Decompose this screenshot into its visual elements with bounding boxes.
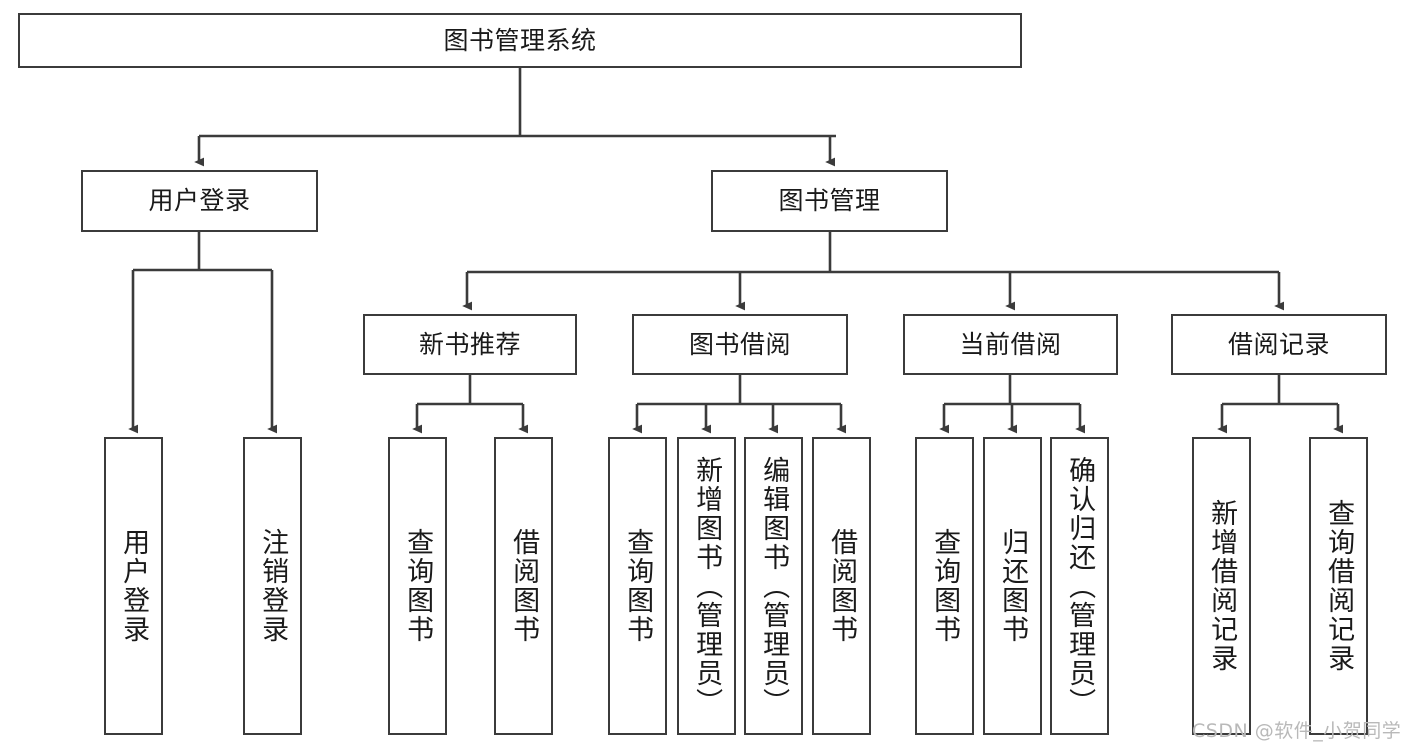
node-leaf-query-book-1-label: 查询图书: [402, 528, 434, 644]
node-leaf-query-book-2-label: 查询图书: [622, 528, 654, 644]
node-leaf-logout-login[interactable]: 注销登录: [243, 437, 302, 735]
node-leaf-borrow-book-1-label: 借阅图书: [508, 528, 540, 644]
node-new-book-rec-label: 新书推荐: [418, 329, 521, 359]
node-leaf-confirm-return[interactable]: 确认归还（管理员）: [1050, 437, 1109, 735]
node-leaf-query-book-3-label: 查询图书: [929, 528, 961, 644]
node-leaf-query-record[interactable]: 查询借阅记录: [1309, 437, 1368, 735]
node-root[interactable]: 图书管理系统: [18, 13, 1022, 68]
node-book-borrow[interactable]: 图书借阅: [632, 314, 848, 375]
node-leaf-add-record[interactable]: 新增借阅记录: [1192, 437, 1251, 735]
node-leaf-user-login[interactable]: 用户登录: [104, 437, 163, 735]
node-leaf-user-login-label: 用户登录: [118, 528, 150, 644]
csdn-watermark: CSDN @软件_小贺同学: [1192, 720, 1402, 742]
node-leaf-edit-book-label: 编辑图书（管理员）: [758, 455, 790, 717]
node-book-borrow-label: 图书借阅: [688, 329, 791, 359]
node-current-borrow[interactable]: 当前借阅: [903, 314, 1118, 375]
node-leaf-query-book-3[interactable]: 查询图书: [915, 437, 974, 735]
node-user-login[interactable]: 用户登录: [81, 170, 318, 232]
node-leaf-return-book-label: 归还图书: [997, 528, 1029, 644]
node-leaf-add-book-label: 新增图书（管理员）: [691, 455, 723, 717]
node-current-borrow-label: 当前借阅: [959, 329, 1062, 359]
node-leaf-query-book-1[interactable]: 查询图书: [388, 437, 447, 735]
node-leaf-borrow-book-1[interactable]: 借阅图书: [494, 437, 553, 735]
node-book-manage[interactable]: 图书管理: [711, 170, 948, 232]
node-leaf-confirm-return-label: 确认归还（管理员）: [1064, 455, 1096, 717]
node-root-label: 图书管理系统: [443, 25, 597, 55]
node-leaf-return-book[interactable]: 归还图书: [983, 437, 1042, 735]
node-user-login-label: 用户登录: [148, 186, 251, 216]
node-leaf-add-record-label: 新增借阅记录: [1206, 499, 1238, 673]
node-borrow-record-label: 借阅记录: [1227, 329, 1330, 359]
node-leaf-query-book-2[interactable]: 查询图书: [608, 437, 667, 735]
node-leaf-query-record-label: 查询借阅记录: [1323, 499, 1355, 673]
node-leaf-logout-login-label: 注销登录: [257, 528, 289, 644]
node-leaf-edit-book[interactable]: 编辑图书（管理员）: [744, 437, 803, 735]
node-book-manage-label: 图书管理: [778, 186, 881, 216]
node-leaf-borrow-book-2-label: 借阅图书: [826, 528, 858, 644]
node-leaf-add-book[interactable]: 新增图书（管理员）: [677, 437, 736, 735]
node-leaf-borrow-book-2[interactable]: 借阅图书: [812, 437, 871, 735]
node-new-book-rec[interactable]: 新书推荐: [363, 314, 577, 375]
node-borrow-record[interactable]: 借阅记录: [1171, 314, 1387, 375]
